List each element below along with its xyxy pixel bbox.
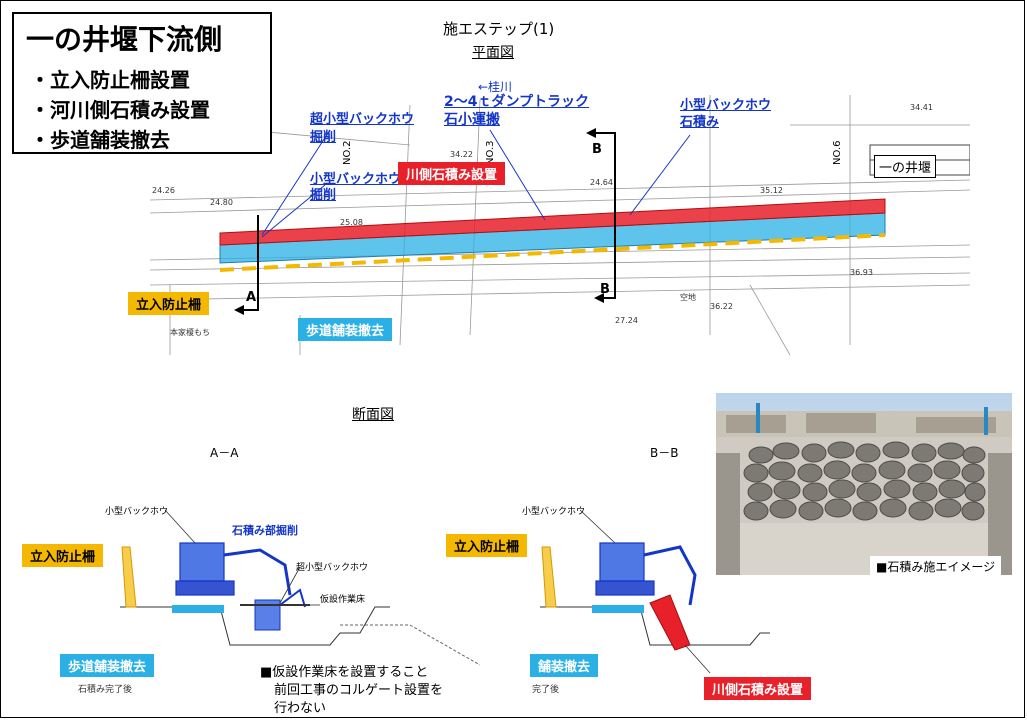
svg-text:24.26: 24.26 <box>152 186 175 195</box>
section-a-backhoe-label: 小型バックホウ <box>105 507 169 517</box>
section-a-drawing <box>120 509 481 666</box>
note-line-1: ■仮設作業床を設置すること <box>260 665 429 680</box>
svg-text:36.22: 36.22 <box>710 302 733 311</box>
fence-plan-label: 立入防止柵 <box>128 292 210 315</box>
stone-pile-label: 石積み <box>680 115 720 130</box>
section-a-cut <box>238 215 259 311</box>
svg-text:27.24: 27.24 <box>615 316 638 325</box>
section-b-title: B－B <box>650 446 679 460</box>
svg-text:空地: 空地 <box>680 292 696 302</box>
sidewalk-plan-label: 歩道舗装撤去 <box>298 318 393 341</box>
section-a-after-label: 石積み完了後 <box>78 685 133 695</box>
svg-text:35.12: 35.12 <box>760 186 783 195</box>
stone-wall-photo <box>716 393 1012 575</box>
title-heading: 一の井堰下流側 <box>26 23 223 56</box>
svg-text:34.41: 34.41 <box>910 103 933 112</box>
plan-title: 平面図 <box>472 45 514 61</box>
title-box: 一の井堰下流側 ・立入防止柵設置 ・河川側石積み設置 ・歩道舗装撤去 <box>12 12 272 154</box>
section-a-sidewalk-label: 歩道舗装撤去 <box>60 654 155 677</box>
section-b-sidewalk-label: 舗装撤去 <box>530 654 599 677</box>
plan-drawing: 24.26 24.80 25.08 34.22 24.64 35.12 34.4… <box>150 95 970 356</box>
svg-text:36.93: 36.93 <box>850 268 873 277</box>
section-b-fence-label: 立入防止柵 <box>446 534 528 557</box>
section-b-river-stone-label: 川側石積み設置 <box>704 677 812 700</box>
station-no6: NO.6 <box>832 141 843 166</box>
ultra-backhoe-label: 超小型バックホウ <box>310 112 415 127</box>
svg-text:25.08: 25.08 <box>340 218 363 227</box>
photo-caption: ■石積み施エイメージ <box>870 556 1002 577</box>
title-bullet-3: ・歩道舗装撤去 <box>30 128 170 152</box>
section-b-bottom-label: B <box>600 282 610 297</box>
small-backhoe-label: 小型バックホウ <box>310 172 402 187</box>
section-a-label: A <box>246 290 257 305</box>
svg-text:24.80: 24.80 <box>210 198 233 207</box>
excavation-label: 掘削 <box>310 130 337 145</box>
section-a-fence-label: 立入防止柵 <box>22 544 104 567</box>
small-backhoe-right-label: 小型バックホウ <box>680 98 772 113</box>
step-title: 施エステップ(1) <box>443 20 555 38</box>
note-block: ■仮設作業床を設置すること 前回工事のコルゲート設置を 行わない <box>260 664 443 718</box>
section-b-cut <box>590 132 616 299</box>
svg-text:34.22: 34.22 <box>450 150 473 159</box>
svg-text:本家榎もち: 本家榎もち <box>170 327 210 337</box>
note-line-3: 行わない <box>274 701 327 716</box>
stone-transport-label: 石小運搬 <box>444 112 500 128</box>
fence-line <box>219 233 886 272</box>
station-no3: NO.3 <box>485 141 496 166</box>
section-a-ultra-label: 超小型バックホウ <box>296 563 369 573</box>
river-stone-band <box>219 198 886 246</box>
note-line-2: 前回工事のコルゲート設置を <box>274 683 444 698</box>
section-a-stone-exc-label: 石積み部掘削 <box>232 524 298 537</box>
section-title: 断面図 <box>352 407 394 423</box>
dump-truck-label: 2～4ｔダンプトラック <box>444 94 590 110</box>
title-bullet-2: ・河川側石積み設置 <box>30 98 210 122</box>
svg-text:24.64: 24.64 <box>590 178 613 187</box>
section-a-title: A－A <box>210 446 239 460</box>
section-b-backhoe-label: 小型バックホウ <box>522 507 586 517</box>
river-stone-plan-label: 川側石積み設置 <box>398 162 506 185</box>
katsura-river-label: ←桂川 <box>478 80 513 94</box>
station-no2: NO.2 <box>342 141 353 166</box>
excavation-label-2: 掘削 <box>310 188 337 203</box>
section-b-top-label: B <box>592 142 602 157</box>
weir-label: 一の井堰 <box>874 155 937 178</box>
section-a-platform-label: 仮設作業床 <box>320 595 366 605</box>
title-bullet-1: ・立入防止柵設置 <box>30 68 190 92</box>
section-b-after-label: 完了後 <box>532 685 560 695</box>
section-b-drawing <box>540 509 770 674</box>
